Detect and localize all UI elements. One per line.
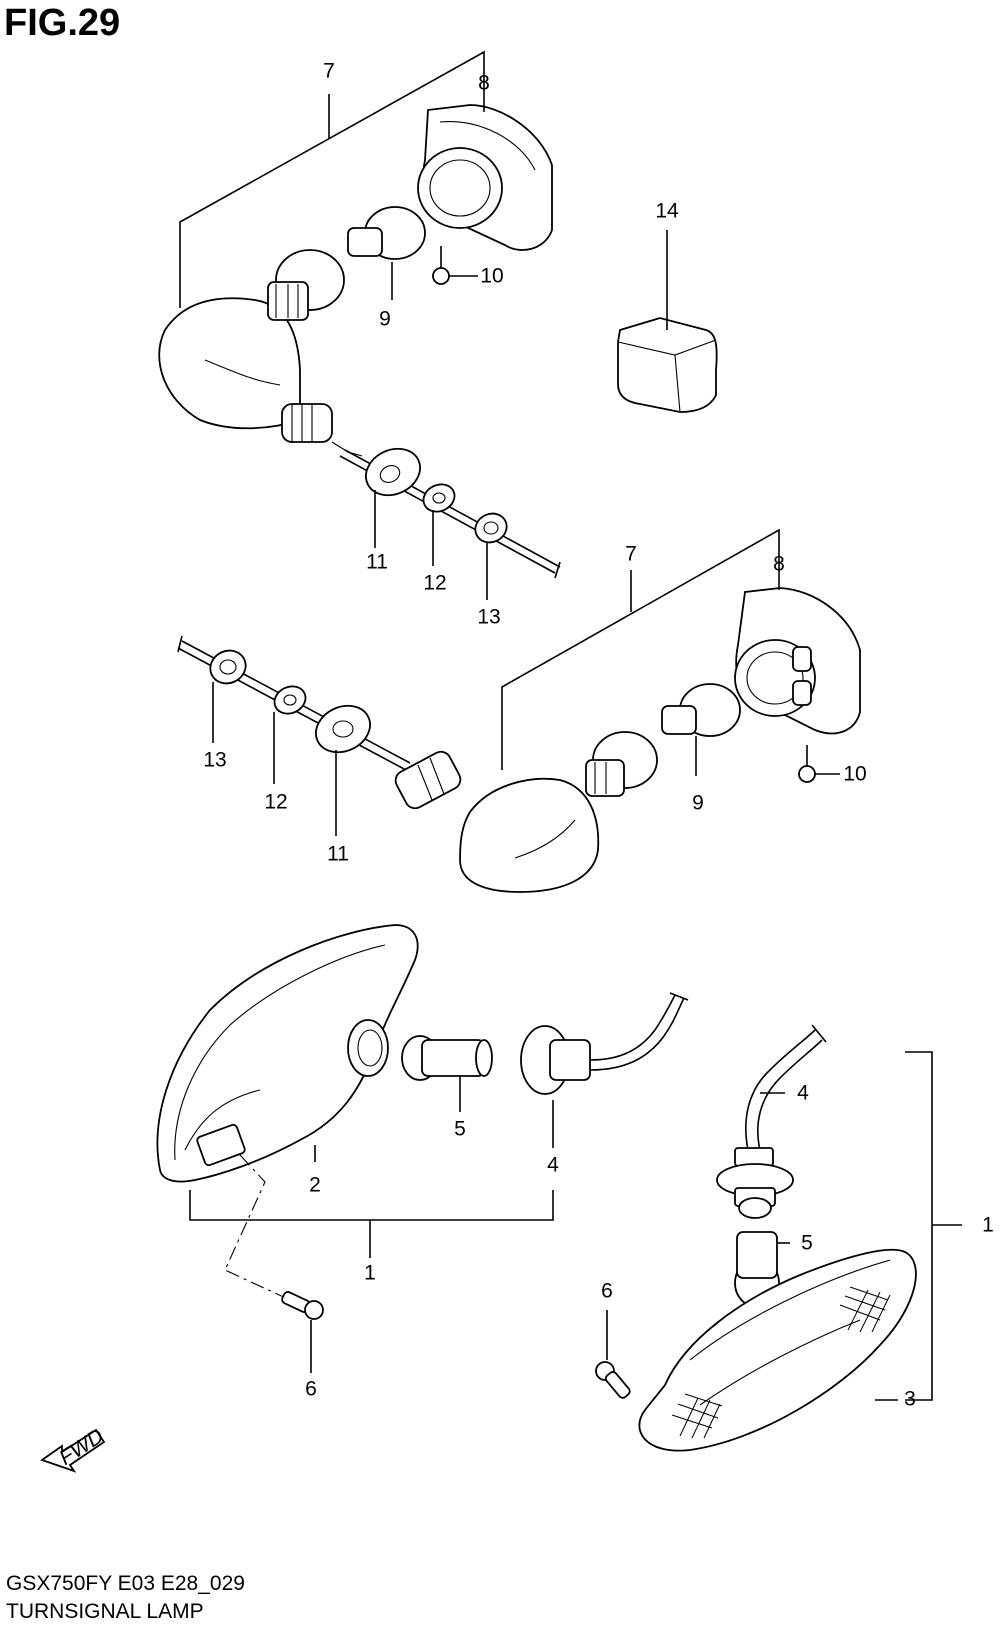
washer-12-middle <box>273 685 307 784</box>
screw-10-middle <box>798 745 840 783</box>
lens-8-upper <box>417 90 553 251</box>
callout-6-left: 6 <box>305 1378 317 1401</box>
callout-11-upper: 11 <box>366 551 388 574</box>
socket-middle <box>585 731 658 797</box>
callout-14: 14 <box>655 200 679 223</box>
callout-9-upper: 9 <box>379 308 391 331</box>
bulb-5-left <box>401 1035 493 1112</box>
callout-5-right: 5 <box>801 1232 813 1255</box>
washer-12-upper <box>422 483 456 566</box>
callout-1-right: 1 <box>982 1214 994 1237</box>
housing-7-upper <box>158 297 561 579</box>
callout-4-right: 4 <box>797 1082 809 1105</box>
upper-turnsignal-assembly: 7 8 14 10 9 11 12 13 <box>158 50 718 629</box>
housing-2 <box>156 924 419 1183</box>
callout-13-upper: 13 <box>477 606 500 629</box>
bracket-7-upper <box>179 50 485 308</box>
lower-left-turnsignal-assembly: 2 1 5 4 6 <box>156 924 689 1401</box>
housing-7-middle <box>394 750 600 893</box>
bracket-1-left <box>189 1190 554 1221</box>
bulb-9-middle <box>661 683 741 776</box>
middle-turnsignal-assembly: 7 8 10 9 11 12 13 <box>177 528 867 893</box>
lens-3-hatch-top <box>839 1286 891 1333</box>
fwd-label: FWD <box>55 1425 108 1470</box>
callout-8-upper: 8 <box>478 72 490 95</box>
socket-4-right <box>716 1024 827 1219</box>
callout-7-upper: 7 <box>323 60 335 83</box>
bracket-1-right <box>905 1051 933 1401</box>
lens-3-hatch-bottom <box>671 1393 723 1439</box>
callout-9-middle: 9 <box>692 792 704 815</box>
callout-10-middle: 10 <box>843 763 866 786</box>
nut-13-middle <box>209 649 247 743</box>
figure-title: FIG.29 <box>4 2 121 44</box>
callout-4-left: 4 <box>547 1154 559 1177</box>
callout-12-upper: 12 <box>423 572 446 595</box>
callout-5-left: 5 <box>454 1118 466 1141</box>
figure-name: TURNSIGNAL LAMP <box>6 1600 204 1623</box>
bracket-7-middle <box>501 528 780 770</box>
washer-11-upper <box>365 447 421 548</box>
nut-13-upper <box>474 512 508 600</box>
callout-12-middle: 12 <box>264 791 287 814</box>
callout-13-middle: 13 <box>203 749 226 772</box>
screw-6-left <box>224 1154 324 1373</box>
callout-3: 3 <box>904 1388 916 1411</box>
bulb-9-upper <box>347 206 426 300</box>
socket-4-left <box>520 992 689 1148</box>
screw-10-upper <box>432 246 478 285</box>
screw-6-right <box>595 1310 631 1399</box>
callout-6-right: 6 <box>601 1280 613 1303</box>
callout-1-left: 1 <box>364 1262 376 1285</box>
lower-right-turnsignal-assembly: 4 5 1 3 6 <box>595 1024 994 1452</box>
socket-upper <box>267 249 345 321</box>
callout-7-middle: 7 <box>625 543 637 566</box>
callout-2: 2 <box>309 1174 321 1197</box>
callout-10-upper: 10 <box>480 265 503 288</box>
model-code: GSX750FY E03 E28_029 <box>6 1572 245 1595</box>
washer-11-middle <box>315 704 371 836</box>
lens-8-middle <box>734 565 861 735</box>
fwd-arrow-icon: FWD <box>40 1425 108 1473</box>
cap-14 <box>617 230 718 413</box>
callout-11-middle: 11 <box>327 843 349 866</box>
lens-3 <box>638 1248 917 1452</box>
callout-8-middle: 8 <box>773 553 785 576</box>
